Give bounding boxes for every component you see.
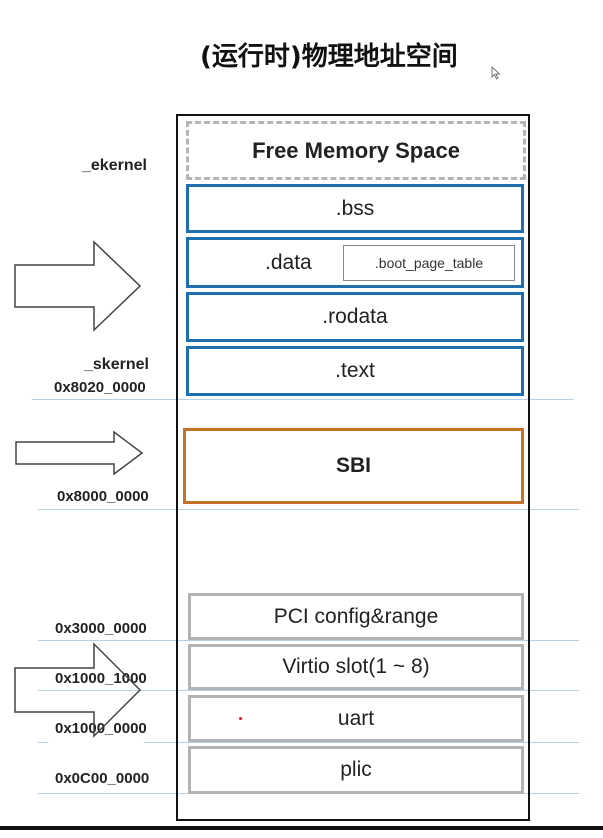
text-section: .text (186, 346, 524, 396)
bss-section-label: .bss (335, 196, 375, 220)
pci-region: PCI config&range (188, 593, 524, 640)
pci-region-label: PCI config&range (273, 604, 439, 628)
boot-page-table-box: .boot_page_table (343, 245, 515, 281)
free-memory-space-label: Free Memory Space (252, 137, 460, 163)
address-line-80200000 (32, 399, 573, 400)
address-label-0c000000: 0x0C00_0000 (55, 770, 150, 787)
data-section-label: .data (265, 250, 312, 274)
address-line-10001000 (38, 690, 579, 691)
page-title: (运行时)物理地址空间 (200, 42, 458, 72)
address-label-80200000: 0x8020_0000 (54, 379, 146, 396)
sbi-arrow-icon (15, 430, 144, 476)
skernel-label: _skernel (84, 356, 149, 373)
rodata-section-label: .rodata (322, 305, 388, 328)
address-line-30000000 (38, 640, 579, 641)
memory-map-frame (176, 114, 530, 821)
free-memory-space: Free Memory Space (186, 121, 526, 180)
sbi-region-label: SBI (335, 454, 371, 477)
address-label-30000000: 0x3000_0000 (55, 620, 147, 637)
boot-page-table-label: .boot_page_table (374, 255, 484, 271)
kernel-arrow-icon (14, 240, 142, 332)
bottom-bar (0, 826, 603, 830)
sbi-region: SBI (183, 428, 524, 504)
address-line-80000000 (38, 509, 579, 510)
ekernel-label: _ekernel (82, 157, 147, 174)
virtio-region: Virtio slot(1 ~ 8) (188, 644, 524, 690)
uart-region: uart (188, 695, 524, 742)
address-line-10000000 (38, 742, 579, 743)
red-dot-mark (239, 717, 242, 720)
rodata-section: .rodata (186, 292, 524, 342)
plic-region: plic (188, 746, 524, 794)
text-section-label: .text (335, 359, 375, 382)
plic-region-label: plic (340, 758, 372, 781)
uart-region-label: uart (337, 706, 375, 730)
virtio-region-label: Virtio slot(1 ~ 8) (282, 655, 430, 678)
device-arrow-icon (14, 642, 144, 748)
cursor-icon (491, 66, 501, 80)
bss-section: .bss (186, 184, 524, 233)
address-label-80000000: 0x8000_0000 (57, 488, 149, 505)
